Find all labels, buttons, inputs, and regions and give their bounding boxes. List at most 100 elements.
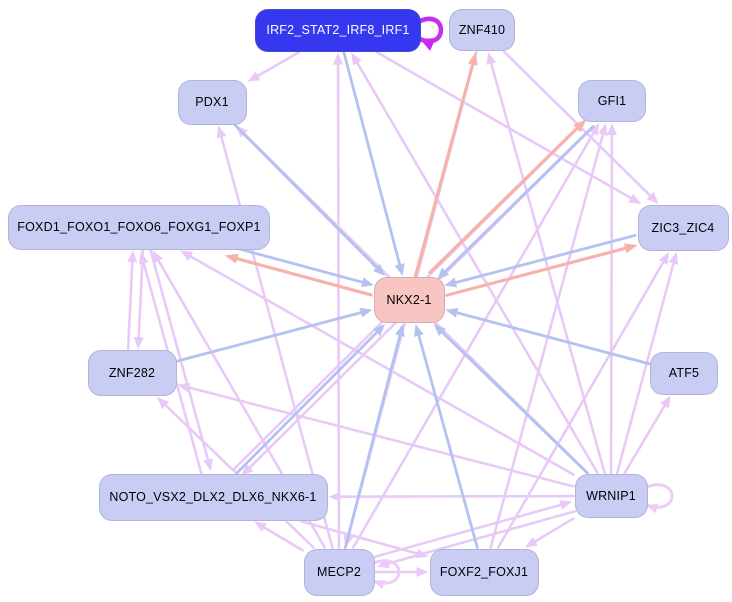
arrowhead-noto-nkx21 [373,324,386,337]
edge-foxd1-noto[interactable] [148,247,211,464]
arrowhead-foxf2-nkx21 [413,324,424,337]
arrowhead-wrnip1-noto [328,491,341,502]
edge-foxd1-znf282[interactable] [137,249,145,342]
self-loop-arrowhead-mecp2 [373,579,386,590]
self-loop-arrowhead-irf2 [420,38,436,51]
node-irf2[interactable]: IRF2_STAT2_IRF8_IRF1 [255,8,421,52]
edge-pdx1-nkx21[interactable] [233,124,381,272]
arrowhead-mecp2-nkx21 [394,324,405,337]
arrowhead-nkx21-zic3 [623,243,638,254]
arrowhead-zic3-nkx21 [444,277,458,288]
edge-wrnip1-foxf2[interactable] [531,517,575,545]
arrowhead-noto-foxd1 [138,251,149,265]
edge-gfi1-nkx21[interactable] [442,125,595,275]
arrowhead-atf5-nkx21 [445,307,459,318]
arrowhead-wrnip1-znf410 [486,52,497,65]
arrowhead-wrnip1-gfi1 [606,123,617,136]
node-zic3[interactable]: ZIC3_ZIC4 [637,205,729,251]
edge-noto-nkx21[interactable] [235,328,381,474]
edge-nkx21-foxd1[interactable] [232,256,373,297]
node-foxd1[interactable]: FOXD1_FOXO1_FOXO6_FOXG1_FOXP1 [8,204,270,250]
arrowhead-nkx21-foxd1 [224,253,239,264]
edge-mecp2-nkx21[interactable] [343,331,402,549]
arrowhead-wrnip1-nkx21 [433,324,446,336]
node-label-noto: NOTO_VSX2_DLX2_DLX6_NKX6-1 [109,490,317,504]
edge-foxf2-gfi1[interactable] [489,130,605,549]
node-atf5[interactable]: ATF5 [650,351,718,395]
edge-wrnip1-zic3[interactable] [615,259,676,475]
node-mecp2[interactable]: MECP2 [303,548,375,596]
self-loop-irf2[interactable] [419,16,444,44]
arrowhead-irf2-nkx21 [394,263,405,276]
edge-znf282-foxd1[interactable] [126,257,134,351]
node-gfi1[interactable]: GFI1 [578,80,646,122]
node-pdx1[interactable]: PDX1 [177,79,247,125]
edge-wrnip1-mecp2[interactable] [384,509,577,566]
edge-mecp2-noto[interactable] [260,524,304,552]
node-nkx21[interactable]: NKX2-1 [373,277,445,323]
edge-irf2-nkx21[interactable] [342,51,402,269]
arrowhead-mecp2-pdx1 [216,125,227,139]
node-label-foxf2: FOXF2_FOXJ1 [439,565,529,579]
arrowhead-mecp2-foxd1 [152,250,163,264]
edge-nkx21-znf410[interactable] [413,60,476,278]
arrowhead-mecp2-znf282 [156,397,170,409]
arrowhead-foxd1-noto [203,458,213,472]
edge-zic3-nkx21[interactable] [451,233,637,285]
node-label-gfi1: GFI1 [597,94,627,108]
arrowhead-znf410-zic3 [646,192,659,204]
arrowhead-nkx21-gfi1 [573,119,587,133]
edge-wrnip1-atf5[interactable] [623,401,668,475]
edge-irf2-pdx1[interactable] [254,51,300,79]
edge-foxf2-zic3[interactable] [496,258,666,549]
edge-wrnip1-gfi1[interactable] [609,130,614,475]
edge-mecp2-irf2[interactable] [336,60,341,549]
node-label-mecp2: MECP2 [316,565,362,579]
edge-foxf2-nkx21[interactable] [416,331,479,549]
edge-nkx21-zic3[interactable] [445,245,630,297]
arrowhead-mecp2-irf2 [333,52,344,65]
node-label-wrnip1: WRNIP1 [586,489,636,503]
edge-wrnip1-nkx21[interactable] [438,328,589,475]
node-label-zic3: ZIC3_ZIC4 [651,221,715,235]
edge-foxd1-nkx21[interactable] [225,244,367,285]
arrowhead-znf282-foxd1 [127,250,138,263]
node-foxf2[interactable]: FOXF2_FOXJ1 [429,548,539,596]
arrowhead-gfi1-noto [241,464,254,477]
arrowhead-mecp2-gfi1 [588,123,600,136]
self-loop-wrnip1[interactable] [646,483,674,509]
node-label-znf282: ZNF282 [108,366,156,380]
node-label-nkx21: NKX2-1 [386,293,432,307]
arrowhead-wrnip1-atf5 [660,395,671,409]
edge-wrnip1-noto[interactable] [336,494,575,498]
node-wrnip1[interactable]: WRNIP1 [574,474,648,518]
edge-atf5-nkx21[interactable] [452,310,651,366]
edge-wrnip1-foxd1[interactable] [186,253,575,476]
edge-wrnip1-znf410[interactable] [489,59,606,475]
arrowhead-nkx21-znf410 [467,52,478,66]
arrowhead-pdx1-nkx21 [373,263,386,276]
arrowhead-irf2-zic3 [628,193,642,204]
edge-znf282-nkx21[interactable] [176,310,366,363]
edge-wrnip1-irf2[interactable] [354,58,599,475]
edge-nkx21-gfi1[interactable] [428,124,581,275]
edge-wrnip1-znf282[interactable] [184,385,575,488]
node-znf282[interactable]: ZNF282 [87,350,177,396]
node-znf410[interactable]: ZNF410 [449,9,515,51]
edge-mecp2-gfi1[interactable] [351,129,597,549]
arrowhead-gfi1-nkx21 [436,267,450,280]
node-noto[interactable]: NOTO_VSX2_DLX2_DLX6_NKX6-1 [98,473,328,521]
arrowhead-wrnip1-znf282 [177,382,191,393]
arrowhead-wrnip1-zic3 [668,252,679,265]
node-label-irf2: IRF2_STAT2_IRF8_IRF1 [266,23,410,37]
node-label-foxd1: FOXD1_FOXO1_FOXO6_FOXG1_FOXP1 [17,220,261,234]
arrowhead-foxd1-znf282 [133,337,144,350]
self-loop-arrowhead-wrnip1 [646,503,659,514]
edge-irf2-zic3[interactable] [375,51,635,201]
arrowhead-znf282-nkx21 [359,307,373,318]
arrowhead-wrnip1-foxf2 [524,537,538,548]
edge-mecp2-wrnip1[interactable] [372,502,565,559]
